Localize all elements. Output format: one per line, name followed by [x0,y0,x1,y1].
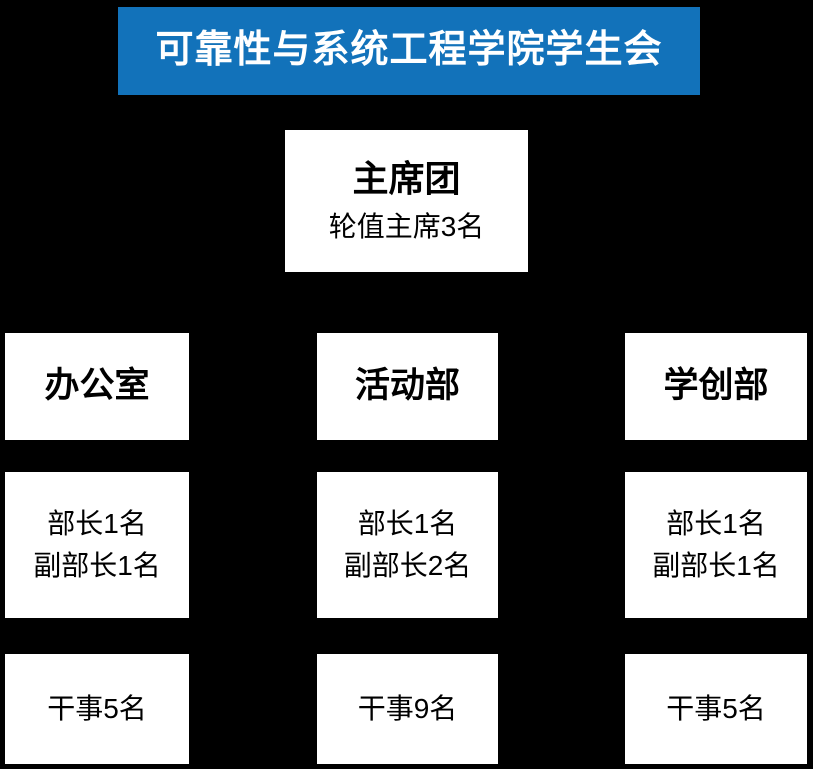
presidium-box: 主席团 轮值主席3名 [285,130,528,272]
dept-activities-staff-line: 干事9名 [357,693,458,724]
dept-innovation-name: 学创部 [663,366,769,406]
dept-office-leader-line: 部长1名 [47,508,147,539]
dept-innovation-leader-line: 部长1名 [666,508,766,539]
dept-activities-staff-box: 干事9名 [317,654,498,764]
dept-innovation-staff-box: 干事5名 [625,654,807,764]
org-title: 可靠性与系统工程学院学生会 [155,29,663,72]
presidium-subtitle: 轮值主席3名 [328,211,485,243]
dept-activities-name-box: 活动部 [317,333,498,440]
org-title-banner: 可靠性与系统工程学院学生会 [118,7,700,95]
dept-innovation-leaders-box: 部长1名 副部长1名 [625,472,807,618]
dept-office-deputy-line: 副部长1名 [33,550,161,581]
dept-office-name-box: 办公室 [5,333,189,440]
dept-office-staff-line: 干事5名 [47,693,147,724]
dept-innovation-deputy-line: 副部长1名 [652,550,780,581]
dept-activities-leaders-box: 部长1名 副部长2名 [317,472,498,618]
dept-activities-name: 活动部 [354,366,460,406]
presidium-title: 主席团 [352,157,461,199]
dept-office-name: 办公室 [44,366,150,406]
dept-activities-leader-line: 部长1名 [357,508,458,539]
dept-activities-deputy-line: 副部长2名 [343,550,472,581]
dept-office-staff-box: 干事5名 [5,654,189,764]
dept-innovation-name-box: 学创部 [625,333,807,440]
dept-innovation-staff-line: 干事5名 [666,693,766,724]
dept-office-leaders-box: 部长1名 副部长1名 [5,472,189,618]
